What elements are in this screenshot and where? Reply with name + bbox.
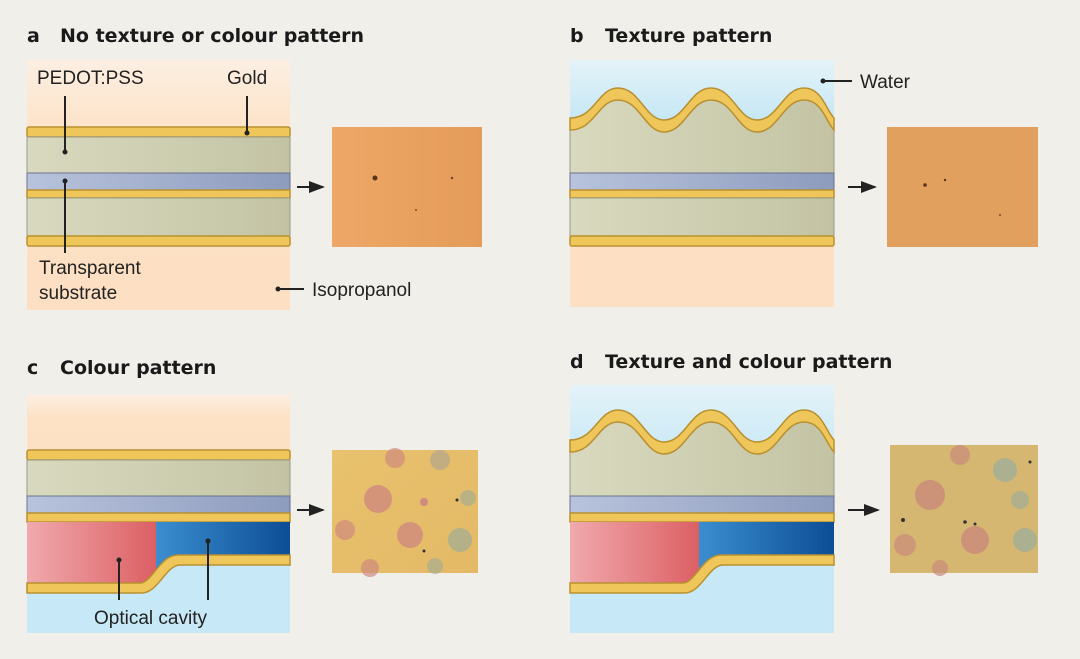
panel-b-letter: b — [570, 25, 584, 47]
pedot-label: PEDOT:PSS — [37, 68, 144, 89]
blue-optical-cavity — [156, 522, 290, 572]
gold-layer — [26, 449, 291, 461]
micrograph-c — [332, 448, 478, 577]
pedot-layer — [569, 197, 835, 237]
water-label: Water — [860, 72, 911, 93]
panel-c: c Colour pattern Optical cavity — [26, 357, 478, 633]
micrograph-b — [887, 127, 1038, 247]
pedot-layer — [26, 136, 291, 174]
micrograph-a — [332, 127, 482, 247]
gold-layer — [26, 512, 291, 523]
red-optical-cavity — [27, 522, 156, 583]
panel-d-letter: d — [570, 351, 584, 373]
substrate-layer — [26, 495, 291, 514]
gold-layer — [569, 512, 835, 523]
gold-step-layer — [569, 554, 835, 594]
panel-b: b Texture pattern Water — [569, 25, 1038, 307]
panel-d: d Texture and colour pattern — [569, 351, 1038, 633]
gold-layer — [26, 235, 291, 247]
pedot-layer — [26, 459, 291, 497]
gold-layer — [569, 235, 835, 247]
red-optical-cavity — [570, 522, 699, 583]
substrate-layer — [569, 172, 835, 191]
panel-d-title: Texture and colour pattern — [605, 351, 892, 373]
isopropanol-medium — [570, 245, 834, 307]
gold-wavy-layer — [569, 87, 835, 133]
panel-b-title: Texture pattern — [605, 25, 772, 47]
gold-step-layer — [26, 554, 291, 594]
optical-cavity-label: Optical cavity — [94, 608, 207, 629]
substrate-label-1: Transparent — [39, 258, 141, 279]
blue-optical-cavity — [699, 522, 834, 572]
panel-c-letter: c — [27, 357, 38, 379]
panel-a-title: No texture or colour pattern — [60, 25, 364, 47]
gold-wavy-layer — [569, 409, 835, 455]
panel-c-title: Colour pattern — [60, 357, 216, 379]
micrograph-d — [890, 445, 1038, 576]
gold-layer — [26, 189, 291, 199]
gold-layer — [569, 189, 835, 199]
substrate-layer — [569, 495, 835, 514]
isopropanol-label: Isopropanol — [312, 280, 411, 301]
panel-a-letter: a — [27, 25, 40, 47]
panel-a: a No texture or colour pattern PEDOT:PSS… — [26, 25, 482, 310]
gold-label: Gold — [227, 68, 267, 89]
substrate-label-2: substrate — [39, 283, 117, 304]
pedot-layer — [26, 197, 291, 237]
gold-layer — [26, 126, 291, 138]
